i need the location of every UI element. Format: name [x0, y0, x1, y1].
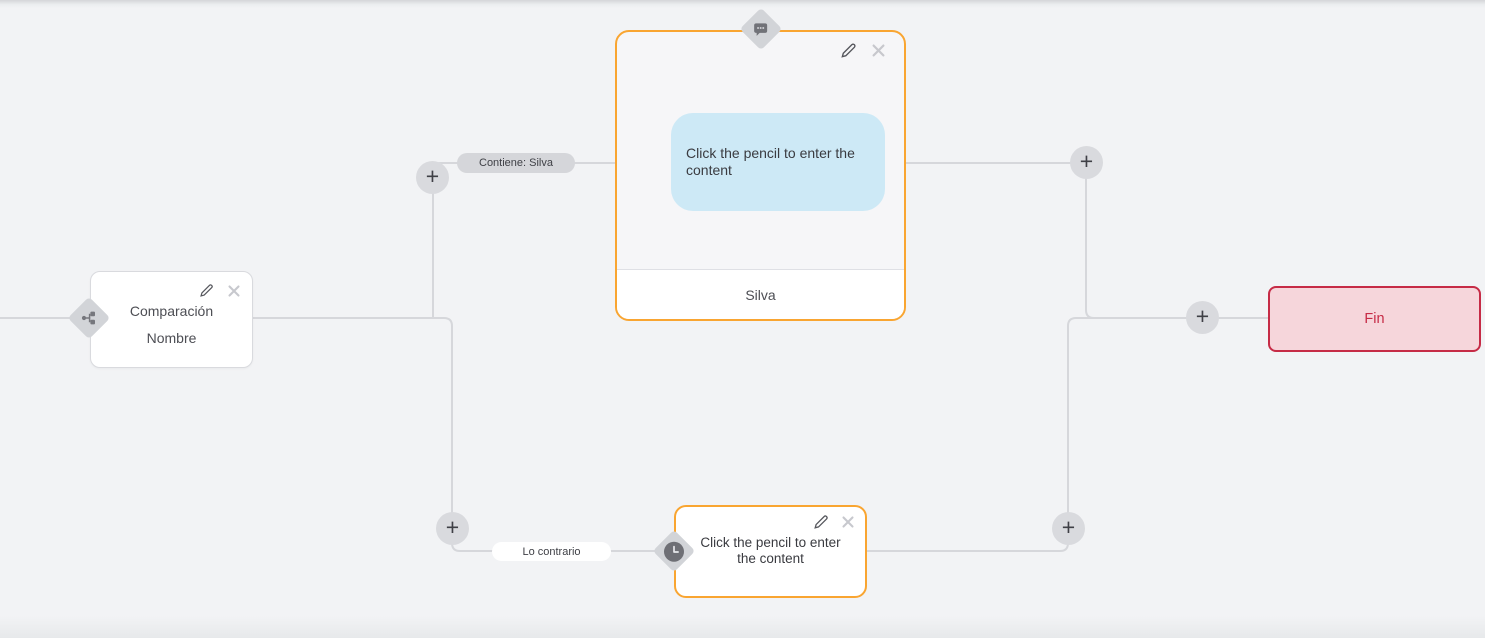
comparison-node[interactable]: Comparación Nombre: [90, 271, 253, 368]
close-icon[interactable]: [228, 284, 240, 297]
message-node-name: Silva: [745, 286, 776, 303]
pencil-icon[interactable]: [813, 514, 829, 530]
plus-icon: +: [1079, 148, 1094, 174]
edge-delay-to-end: [866, 317, 1268, 552]
message-preview-bubble: Click the pencil to enter the content: [671, 113, 885, 211]
comparison-node-title-line2: Nombre: [146, 330, 197, 346]
edge-label-otherwise: Lo contrario: [492, 542, 611, 561]
delay-node[interactable]: Click the pencil to enter the content: [674, 505, 867, 598]
edge-label-otherwise-text: Lo contrario: [522, 545, 581, 558]
pencil-icon[interactable]: [199, 283, 214, 298]
add-node-button-bottom-right[interactable]: +: [1052, 512, 1085, 545]
message-node[interactable]: Click the pencil to enter the content Si…: [615, 30, 906, 321]
delay-placeholder-text: Click the pencil to enter the content: [700, 535, 841, 567]
add-node-button-bottom-left[interactable]: +: [436, 512, 469, 545]
edge-branch-to-message: [432, 162, 616, 317]
message-node-footer: Silva: [617, 269, 904, 319]
add-node-button-before-end[interactable]: +: [1186, 301, 1219, 334]
close-icon[interactable]: [842, 516, 854, 528]
delay-node-type-badge: [652, 529, 696, 573]
clock-icon: [664, 541, 685, 562]
edge-message-to-end: [906, 162, 1268, 319]
speech-bubble-icon: [753, 22, 769, 37]
end-node-label: Fin: [1364, 311, 1385, 327]
comparison-node-title-line1: Comparación: [129, 303, 214, 319]
plus-icon: +: [445, 514, 460, 540]
close-icon[interactable]: [872, 44, 885, 57]
pencil-icon[interactable]: [840, 42, 857, 59]
edge-comparison-to-delay: [253, 317, 659, 552]
branch-icon: [81, 310, 97, 326]
plus-icon: +: [425, 163, 440, 189]
message-node-type-badge: [739, 7, 783, 51]
add-node-button-top-left[interactable]: +: [416, 161, 449, 194]
edge-label-contains: Contiene: Silva: [457, 153, 575, 173]
plus-icon: +: [1195, 303, 1210, 329]
comparison-node-type-badge: [67, 296, 111, 340]
end-node[interactable]: Fin: [1268, 286, 1481, 352]
add-node-button-top-right[interactable]: +: [1070, 146, 1103, 179]
plus-icon: +: [1061, 514, 1076, 540]
edge-label-contains-text: Contiene: Silva: [479, 157, 553, 169]
message-placeholder-text: Click the pencil to enter the content: [686, 145, 855, 178]
